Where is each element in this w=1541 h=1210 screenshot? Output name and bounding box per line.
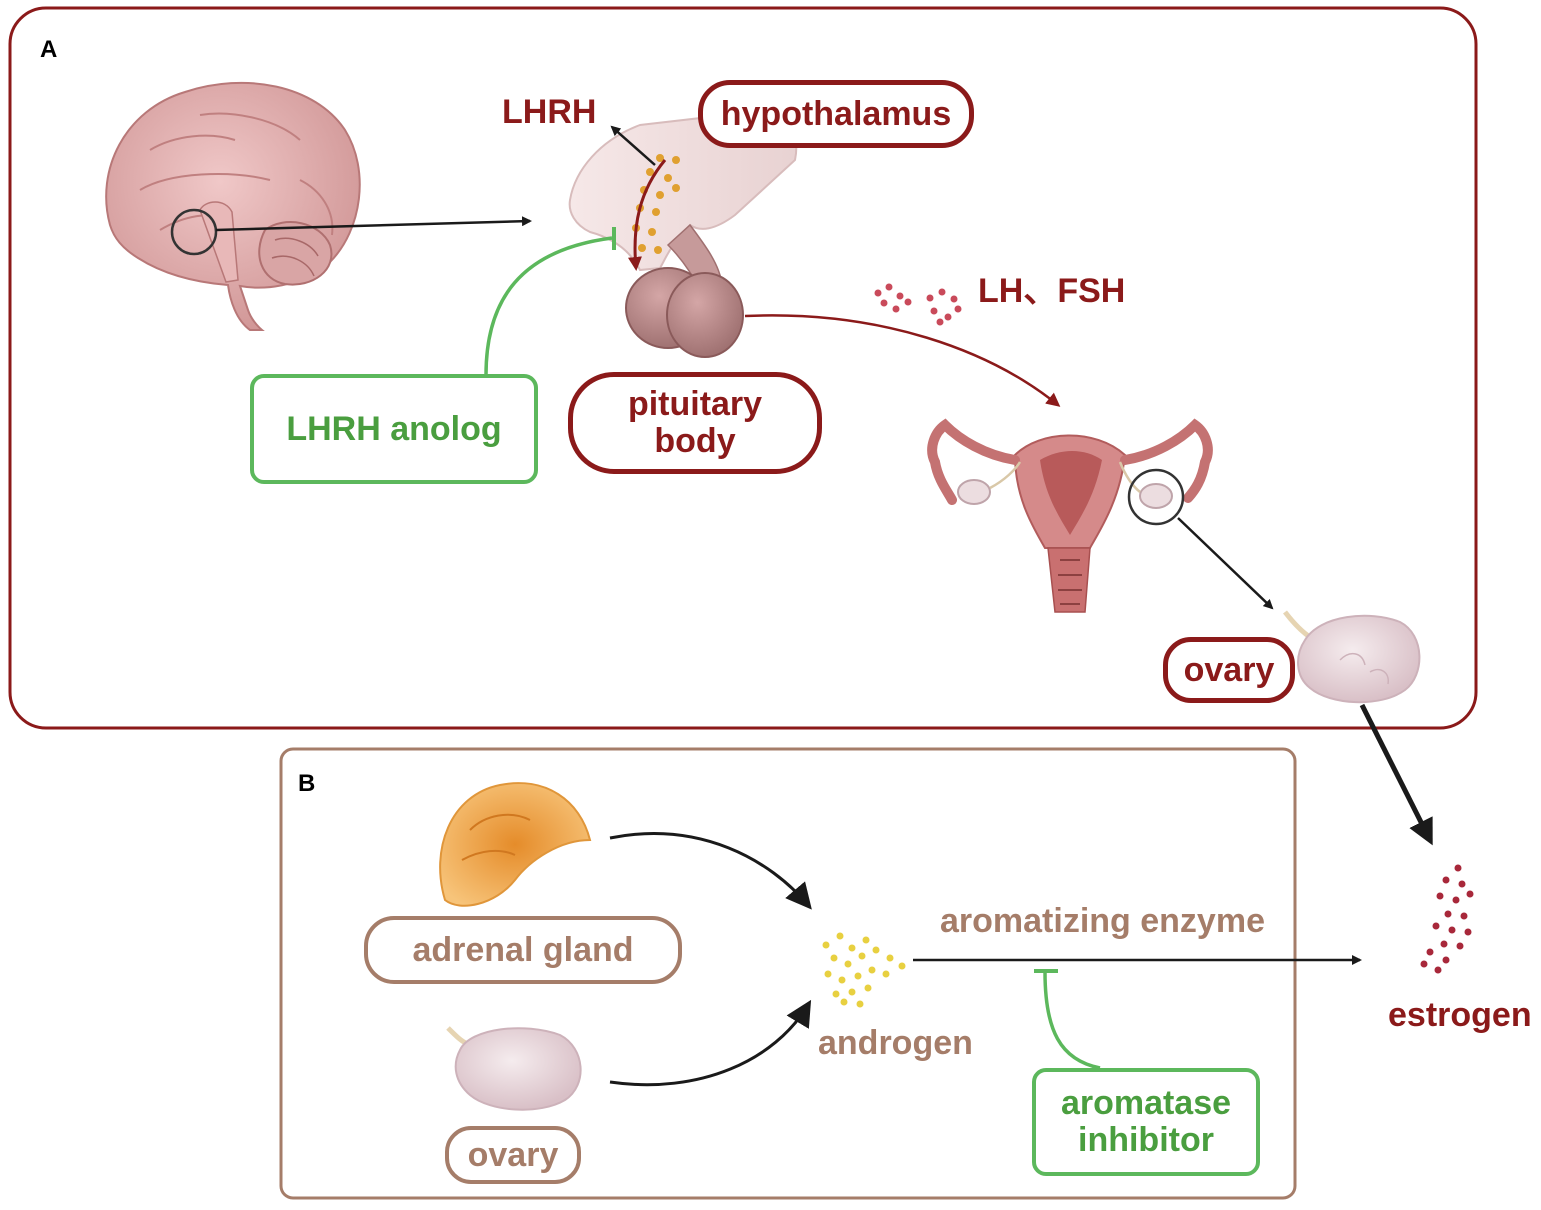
lhrh-dots xyxy=(632,154,680,254)
hypothalamus-label: hypothalamus xyxy=(720,94,952,133)
aromatase-inhibitor-line2: inhibitor xyxy=(1078,1121,1214,1159)
ovary-label-a: ovary xyxy=(1183,650,1275,689)
estrogen-label: estrogen xyxy=(1388,996,1532,1034)
ovary-to-androgen-arrow xyxy=(609,999,812,1087)
brain-focus-circle xyxy=(170,208,218,256)
lhrh-analog-inhibition-line xyxy=(484,236,613,376)
hypothalamus-to-pituitary-arrow xyxy=(628,159,667,271)
brain-illustration xyxy=(105,81,361,331)
lh-fsh-label: LH、FSH xyxy=(978,272,1126,310)
uterus-illustration xyxy=(927,418,1213,613)
pituitary-label-line1: pituitary xyxy=(627,384,763,423)
uterus-to-ovary-arrow xyxy=(1177,517,1274,610)
androgen-dots xyxy=(822,932,906,1008)
lhrh-release-arrow xyxy=(610,125,656,166)
pituitary-illustration xyxy=(625,267,744,358)
adrenal-gland-pill: adrenal gland xyxy=(364,916,682,984)
ovary-to-estrogen-arrow xyxy=(1359,703,1433,846)
lhrh-analog-box: LHRH anolog xyxy=(250,374,538,484)
pituitary-label-line2: body xyxy=(654,422,736,460)
lh-fsh-dots xyxy=(874,283,962,326)
panel-a-letter: A xyxy=(40,36,58,63)
estrogen-dots xyxy=(1420,864,1474,974)
adrenal-to-androgen-arrow xyxy=(609,832,812,910)
ovary-label-b: ovary xyxy=(467,1135,559,1174)
panel-b-frame xyxy=(279,747,1297,1200)
ovary-pill-a: ovary xyxy=(1163,637,1295,703)
lhrh-label: LHRH xyxy=(502,93,597,131)
androgen-label: androgen xyxy=(818,1024,973,1062)
ovary-pill-b: ovary xyxy=(445,1126,581,1184)
adrenal-gland-label: adrenal gland xyxy=(412,930,634,969)
aromatizing-enzyme-label: aromatizing enzyme xyxy=(940,902,1265,940)
aromatase-inhibition-line xyxy=(1043,971,1101,1070)
panel-b-letter: B xyxy=(298,770,316,797)
aromatase-inhibitor-line1: aromatase xyxy=(1060,1083,1232,1122)
ovary-illustration-b xyxy=(446,1026,582,1111)
pituitary-pill: pituitary body xyxy=(568,372,822,474)
panel-a-frame xyxy=(8,6,1478,730)
ovary-illustration-a xyxy=(1283,610,1421,704)
adrenal-gland-illustration xyxy=(439,782,592,907)
brain-to-hypothalamus-arrow xyxy=(215,216,532,232)
pituitary-to-uterus-arrow xyxy=(744,314,1061,407)
aromatase-inhibitor-box: aromatase inhibitor xyxy=(1032,1068,1260,1176)
lhrh-analog-label: LHRH anolog xyxy=(286,409,502,448)
hypothalamus-pill: hypothalamus xyxy=(698,80,974,148)
ovary-focus-circle xyxy=(1127,468,1185,526)
